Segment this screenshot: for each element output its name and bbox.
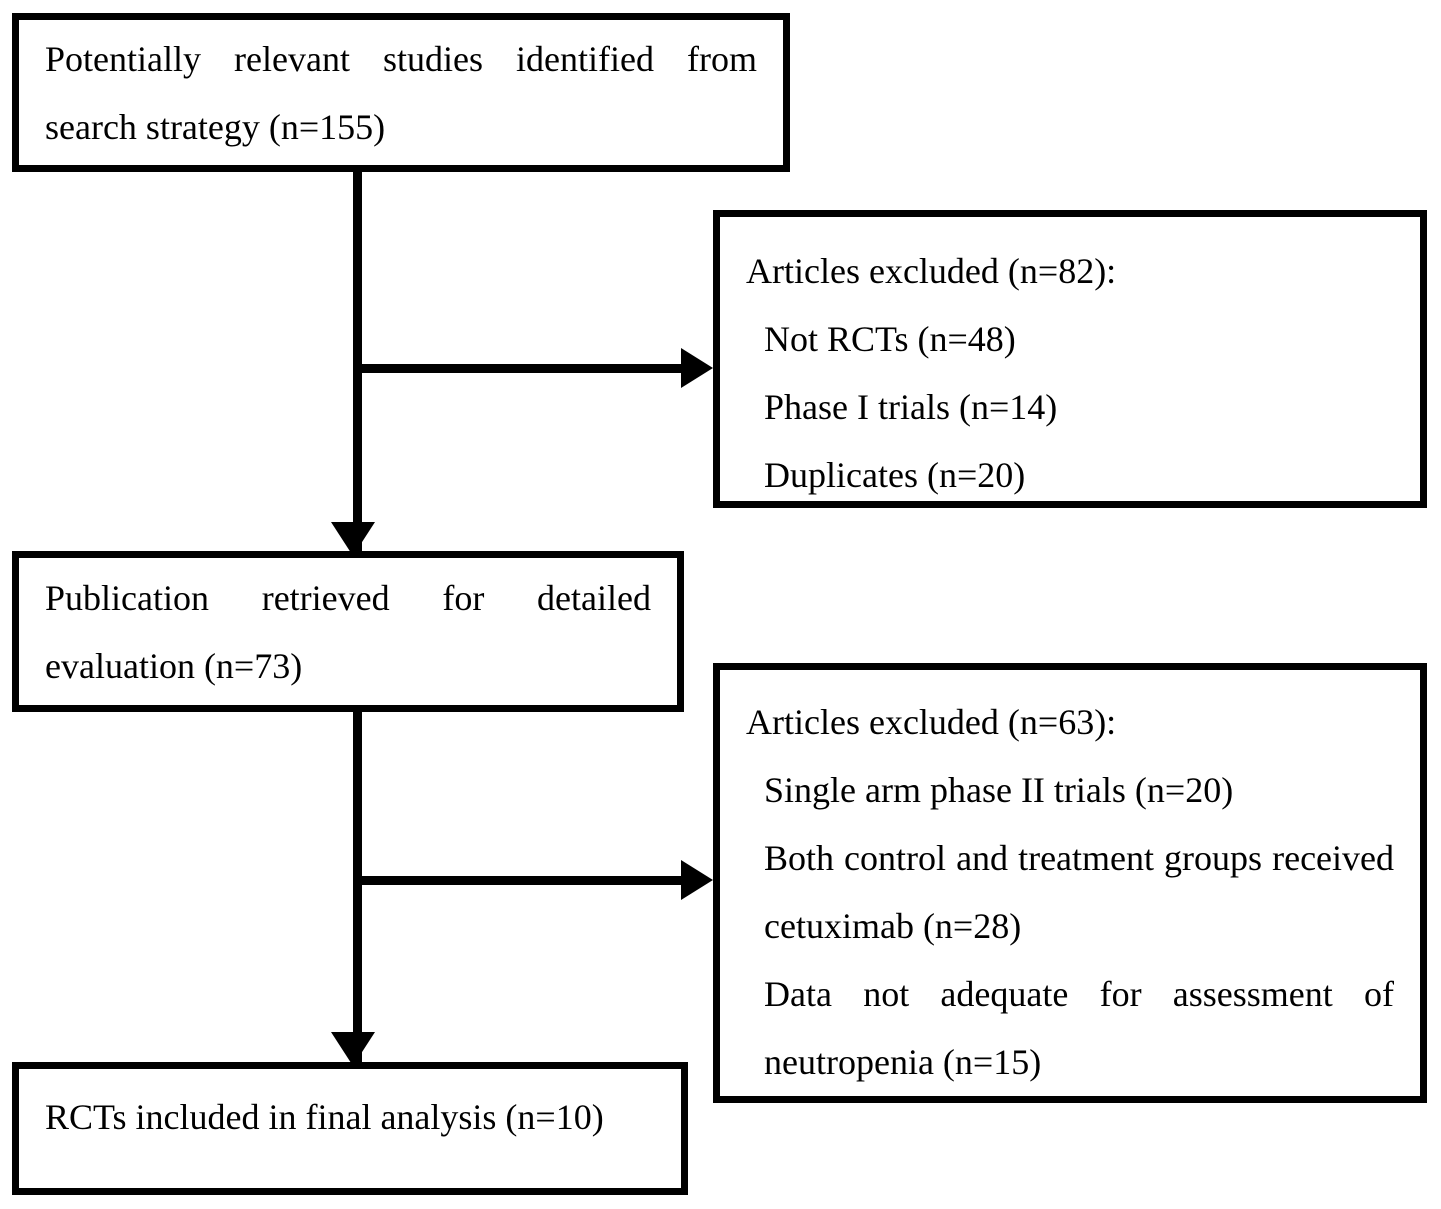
arrowhead-right-to-excluded-first-icon bbox=[681, 348, 713, 388]
box-publication-retrieved: Publication retrieved for detailed evalu… bbox=[12, 551, 684, 712]
arrowhead-down-to-retrieved-icon bbox=[331, 522, 375, 556]
excluded-first-reason-duplicates: Duplicates (n=20) bbox=[764, 455, 1026, 495]
box-articles-excluded-second-content: Articles excluded (n=63): Single arm pha… bbox=[720, 670, 1420, 1096]
excluded-first-reason-phase-i: Phase I trials (n=14) bbox=[764, 387, 1058, 427]
excluded-first-reason-not-rcts: Not RCTs (n=48) bbox=[764, 319, 1016, 359]
excluded-second-reason-single-arm: Single arm phase II trials (n=20) bbox=[764, 770, 1234, 810]
box-articles-excluded-first-content: Articles excluded (n=82): Not RCTs (n=48… bbox=[720, 217, 1420, 501]
arrowhead-right-to-excluded-second-icon bbox=[681, 860, 713, 900]
box-studies-identified-content: Potentially relevant studies identified … bbox=[19, 20, 783, 165]
connector-line-to-excluded-second bbox=[353, 876, 683, 885]
box-rcts-included-text: RCTs included in final analysis (n=10) bbox=[45, 1097, 604, 1137]
connector-line-retrieved-to-included bbox=[353, 712, 362, 1098]
excluded-second-reason-data-not-adequate: Data not adequate for assessment of neut… bbox=[764, 974, 1394, 1082]
box-articles-excluded-second: Articles excluded (n=63): Single arm pha… bbox=[713, 663, 1427, 1103]
connector-line-to-excluded-first bbox=[353, 364, 683, 373]
box-rcts-included-content: RCTs included in final analysis (n=10) bbox=[19, 1069, 681, 1188]
excluded-second-heading: Articles excluded (n=63): bbox=[746, 702, 1117, 742]
box-publication-retrieved-text: Publication retrieved for detailed evalu… bbox=[45, 577, 651, 686]
box-studies-identified-text: Potentially relevant studies identified … bbox=[45, 38, 757, 147]
box-studies-identified: Potentially relevant studies identified … bbox=[12, 13, 790, 172]
box-rcts-included: RCTs included in final analysis (n=10) bbox=[12, 1062, 688, 1195]
excluded-second-reason-both-groups-cetuximab: Both control and treatment groups receiv… bbox=[764, 838, 1394, 946]
arrowhead-down-to-included-icon bbox=[331, 1032, 375, 1066]
box-articles-excluded-first: Articles excluded (n=82): Not RCTs (n=48… bbox=[713, 210, 1427, 508]
box-publication-retrieved-content: Publication retrieved for detailed evalu… bbox=[19, 558, 677, 705]
excluded-first-heading: Articles excluded (n=82): bbox=[746, 251, 1117, 291]
